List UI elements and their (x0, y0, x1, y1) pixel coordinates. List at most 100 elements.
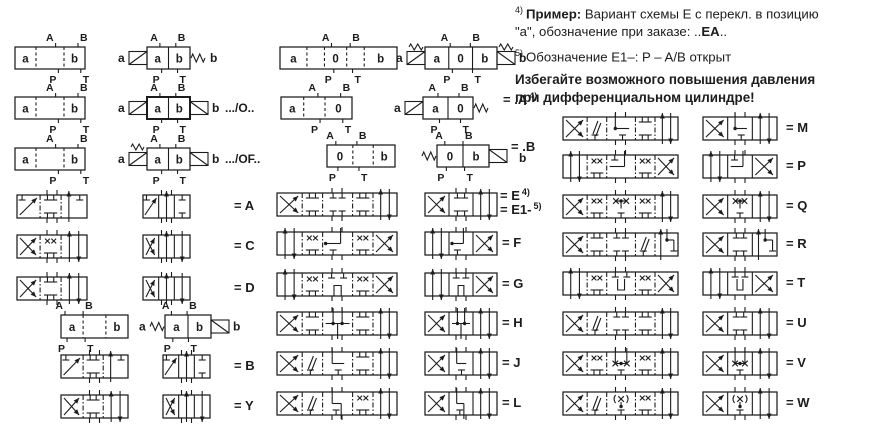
valve-symbol-wide-J (276, 347, 398, 380)
svg-text:A: A (428, 82, 436, 94)
svg-text:B: B (359, 130, 367, 142)
svg-text:0: 0 (335, 104, 341, 116)
svg-text:= P: = P (786, 158, 806, 173)
note-4-line2-end: .. (719, 23, 728, 39)
svg-text:T: T (87, 343, 94, 355)
svg-text:= C: = C (234, 238, 255, 253)
svg-text:0: 0 (337, 152, 343, 164)
svg-text:0: 0 (457, 104, 463, 116)
svg-text:= T: = T (786, 275, 805, 290)
svg-text:b: b (377, 54, 384, 66)
svg-text:= E4): = E4) (500, 187, 530, 203)
svg-text:a: a (396, 51, 403, 65)
valve-symbol-wide-W (562, 387, 679, 420)
valve-symbol-wide-D (16, 272, 88, 305)
svg-text:T: T (180, 175, 187, 187)
svg-text:P: P (49, 74, 56, 86)
spool-row-H: = H (276, 307, 523, 340)
svg-text:A: A (46, 82, 54, 94)
valve-symbol-narrow-G (424, 268, 498, 301)
svg-text:= .B: = .B (511, 139, 535, 154)
notes-block: 4)Пример: Вариант схемы Е с перекл. в по… (515, 2, 877, 107)
valve-symbol-narrow-Q (702, 190, 778, 223)
svg-text:A: A (150, 82, 158, 94)
svg-text:a: a (118, 152, 125, 166)
svg-text:B: B (189, 300, 197, 312)
svg-text:a: a (155, 54, 162, 66)
valve-symbol-wide-F (276, 227, 398, 260)
svg-text:b: b (233, 320, 240, 334)
svg-text:A: A (162, 300, 170, 312)
svg-text:b: b (71, 155, 78, 167)
svg-text:a: a (155, 155, 162, 167)
spool-row-Y: = Y (60, 390, 254, 423)
float-label-1: = .Bb (511, 139, 535, 165)
svg-text:b: b (71, 54, 78, 66)
svg-text:B: B (85, 300, 93, 312)
svg-text:T: T (83, 175, 90, 187)
svg-text:b: b (381, 152, 388, 164)
valve-symbol-wide-V (562, 347, 679, 380)
svg-text:T: T (463, 124, 470, 136)
svg-text:a: a (139, 320, 146, 334)
svg-text:T: T (83, 74, 90, 86)
valve-symbol-narrow-U (702, 307, 778, 340)
valve-symbol-narrow-E (424, 188, 498, 221)
svg-text:T: T (355, 74, 362, 86)
svg-text:b: b (519, 151, 526, 165)
svg-text:B: B (352, 32, 360, 44)
svg-text:B: B (472, 32, 480, 44)
note-4-line2: "а", обозначение при заказе: .. (515, 23, 702, 39)
svg-text:b: b (481, 54, 488, 66)
svg-text:0: 0 (447, 152, 453, 164)
svg-text:b: b (113, 322, 120, 334)
svg-text:= Q: = Q (786, 198, 807, 213)
svg-text:a: a (290, 54, 297, 66)
svg-text:B: B (80, 32, 88, 44)
spool-row-P: = P (562, 150, 806, 183)
svg-text:A: A (55, 300, 63, 312)
valve-symbol-narrow-W (702, 387, 778, 420)
svg-text:a: a (22, 155, 29, 167)
svg-text:P: P (443, 74, 450, 86)
valve-symbol-narrow-C (142, 230, 191, 263)
svg-text:T: T (180, 74, 187, 86)
svg-text:= W: = W (786, 395, 810, 410)
svg-text:P: P (311, 124, 318, 136)
svg-text:T: T (475, 74, 482, 86)
svg-text:= B: = B (234, 358, 255, 373)
valve-symbol-narrow-Y (162, 390, 211, 423)
svg-text:B: B (178, 133, 186, 145)
svg-text:P: P (49, 124, 56, 136)
svg-text:a: a (173, 322, 180, 334)
valve-symbol-narrow-M (702, 112, 778, 145)
spool-row-D: = D (16, 272, 255, 305)
spool-row-V: = V (562, 347, 806, 380)
spool-row-C: = C (16, 230, 255, 263)
svg-text:= V: = V (786, 355, 806, 370)
svg-text:a: a (118, 51, 125, 65)
spool-row-L: = L (276, 387, 521, 420)
svg-text:A: A (150, 133, 158, 145)
warning-line-1: Избегайте возможного повышения давления (515, 72, 816, 88)
svg-text:T: T (361, 172, 368, 184)
note-5-text: Обозначение E1–: P – A/B открыт (526, 49, 732, 65)
valve-symbol-wide-T (562, 267, 679, 300)
svg-text:a: a (394, 101, 401, 115)
svg-text:b: b (472, 152, 479, 164)
valve-symbol-narrow-A (142, 190, 191, 223)
svg-text:B: B (465, 130, 473, 142)
svg-text:P: P (153, 124, 160, 136)
valve-symbol-wide-R (562, 228, 679, 261)
spool-row-R: = R (562, 228, 807, 261)
svg-text:= U: = U (786, 315, 807, 330)
svg-text:= E1-5): = E1-5) (500, 201, 541, 217)
